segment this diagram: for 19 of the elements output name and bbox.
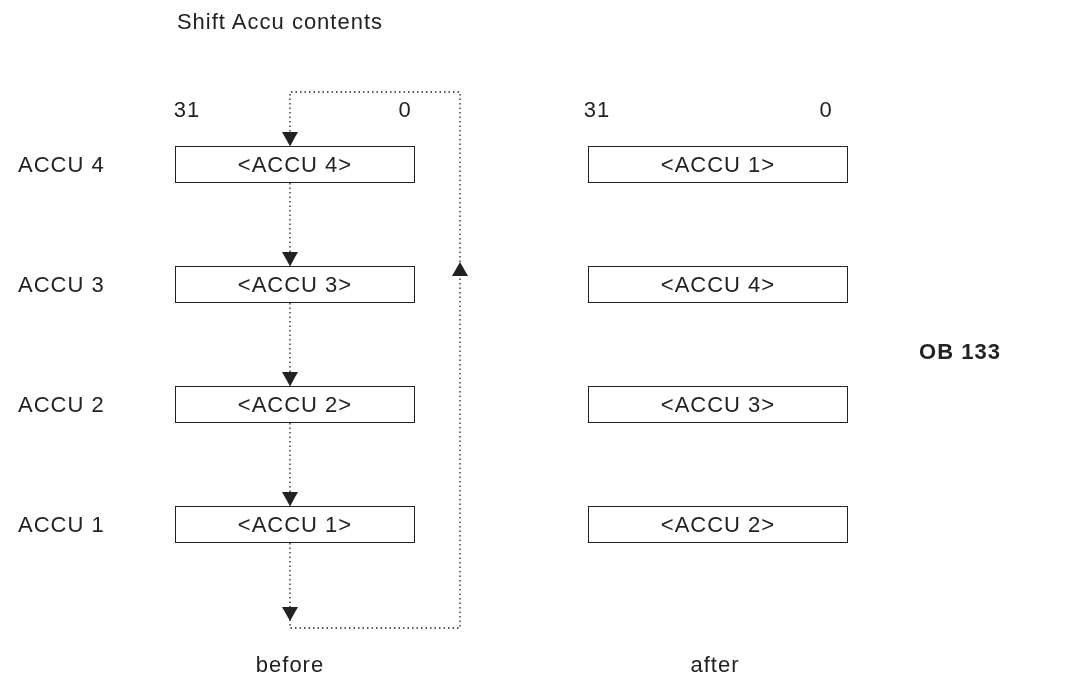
- text-label: after: [690, 652, 740, 678]
- register-box: <ACCU 3>: [588, 386, 848, 423]
- register-box: <ACCU 1>: [175, 506, 415, 543]
- register-box: <ACCU 4>: [175, 146, 415, 183]
- register-box: <ACCU 2>: [175, 386, 415, 423]
- register-box: <ACCU 2>: [588, 506, 848, 543]
- row-label: ACCU 3: [18, 271, 105, 298]
- register-box: <ACCU 3>: [175, 266, 415, 303]
- register-box: <ACCU 1>: [588, 146, 848, 183]
- row-label: ACCU 2: [18, 391, 105, 418]
- block-label: OB 133: [919, 339, 1001, 365]
- text-label: 31: [173, 97, 201, 123]
- text-label: before: [255, 652, 325, 678]
- text-label: 0: [819, 97, 833, 123]
- text-label: 0: [398, 97, 412, 123]
- text-label: 31: [583, 97, 611, 123]
- register-box: <ACCU 4>: [588, 266, 848, 303]
- row-label: ACCU 1: [18, 511, 105, 538]
- row-label: ACCU 4: [18, 151, 105, 178]
